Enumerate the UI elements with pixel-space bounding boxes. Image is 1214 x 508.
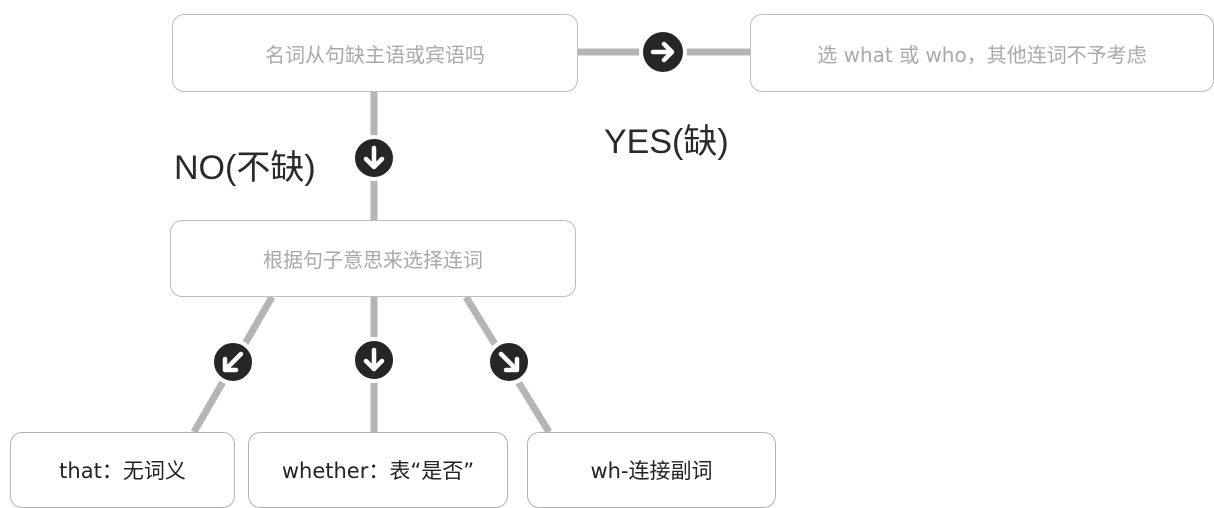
arrow-down-left-circle-icon [210,339,256,385]
wh-adverb-node-text: wh-连接副词 [590,459,713,483]
arrow-down-right-circle-icon [486,339,532,385]
that-node: that：无词义 [10,432,235,508]
arrow-down-circle-icon [351,135,397,181]
that-node-text: that：无词义 [59,459,186,483]
question-node: 名词从句缺主语或宾语吗 [172,14,578,92]
yes-result-node: 选 what 或 who，其他连词不予考虑 [750,14,1214,92]
choose-by-meaning-node-text: 根据句子意思来选择连词 [263,248,483,272]
no-label: NO(不缺) [174,149,316,187]
arrow-right-circle-icon [639,28,687,76]
whether-node-text: whether：表“是否” [281,459,475,483]
wh-adverb-node: wh-连接副词 [527,432,776,508]
question-node-text: 名词从句缺主语或宾语吗 [265,42,485,67]
whether-node: whether：表“是否” [248,432,508,508]
choose-by-meaning-node: 根据句子意思来选择连词 [170,220,576,297]
arrow-down-circle-icon [351,337,397,383]
yes-result-node-text: 选 what 或 who，其他连词不予考虑 [817,42,1147,67]
yes-label: YES(缺) [604,123,729,161]
